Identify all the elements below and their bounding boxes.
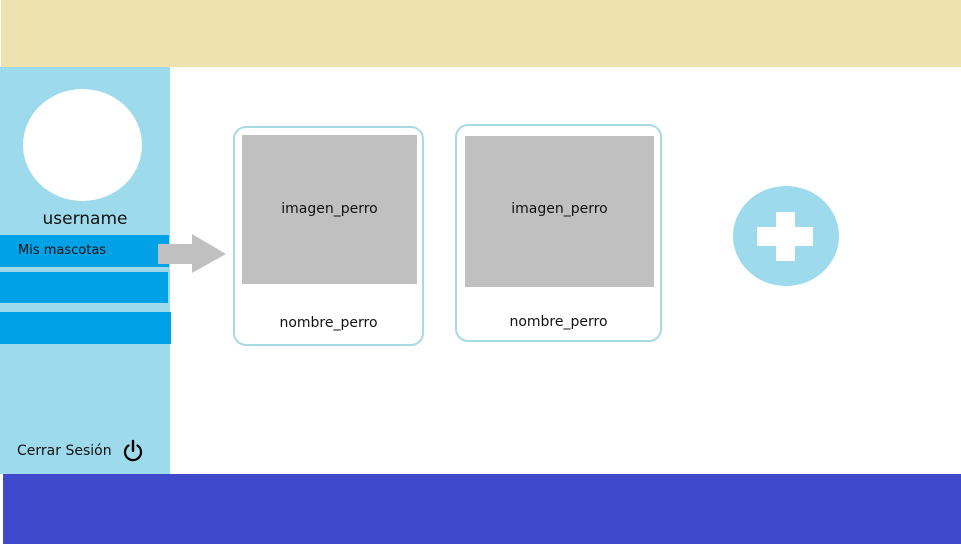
pet-card[interactable]: imagen_perro nombre_perro xyxy=(233,126,424,346)
avatar[interactable] xyxy=(23,89,142,201)
pet-image: imagen_perro xyxy=(242,135,417,284)
header-bar xyxy=(1,0,961,67)
sidebar-item-label: Mis mascotas xyxy=(18,243,107,258)
footer-bar xyxy=(3,474,961,544)
sidebar: username Mis mascotas Cerrar Sesión xyxy=(0,67,171,474)
pet-name: nombre_perro xyxy=(509,314,608,330)
username-label: username xyxy=(42,209,128,229)
logout-button[interactable]: Cerrar Sesión xyxy=(17,437,145,465)
pet-name: nombre_perro xyxy=(279,315,378,331)
power-icon[interactable] xyxy=(121,439,145,463)
logout-label: Cerrar Sesión xyxy=(17,443,112,459)
sidebar-item-2[interactable] xyxy=(0,272,168,303)
pet-card[interactable]: imagen_perro nombre_perro xyxy=(455,124,662,342)
pet-image-label: imagen_perro xyxy=(281,201,378,217)
pet-image: imagen_perro xyxy=(465,136,654,287)
sidebar-item-mis-mascotas[interactable]: Mis mascotas xyxy=(0,235,169,267)
plus-icon xyxy=(776,212,795,261)
pet-image-label: imagen_perro xyxy=(511,201,608,217)
sidebar-item-3[interactable] xyxy=(0,312,171,344)
arrow-right-icon xyxy=(158,234,228,274)
add-pet-button[interactable] xyxy=(733,186,839,286)
